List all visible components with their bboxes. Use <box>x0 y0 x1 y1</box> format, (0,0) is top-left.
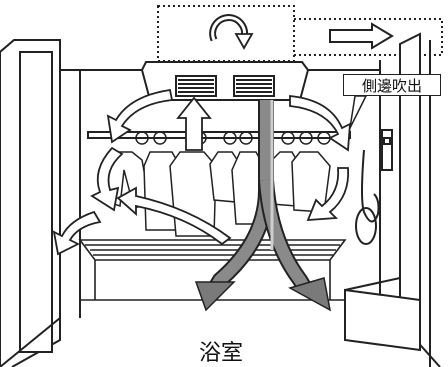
side-outlet-pointer <box>350 96 366 128</box>
shower-fixture <box>356 130 392 244</box>
room-label: 浴室 <box>176 340 266 367</box>
slide-arrow-icon <box>330 24 392 48</box>
rotate-arrow-icon <box>213 18 252 48</box>
hanging-clothes <box>102 132 330 236</box>
side-outlet-label: 側邊吹出 <box>343 74 441 96</box>
